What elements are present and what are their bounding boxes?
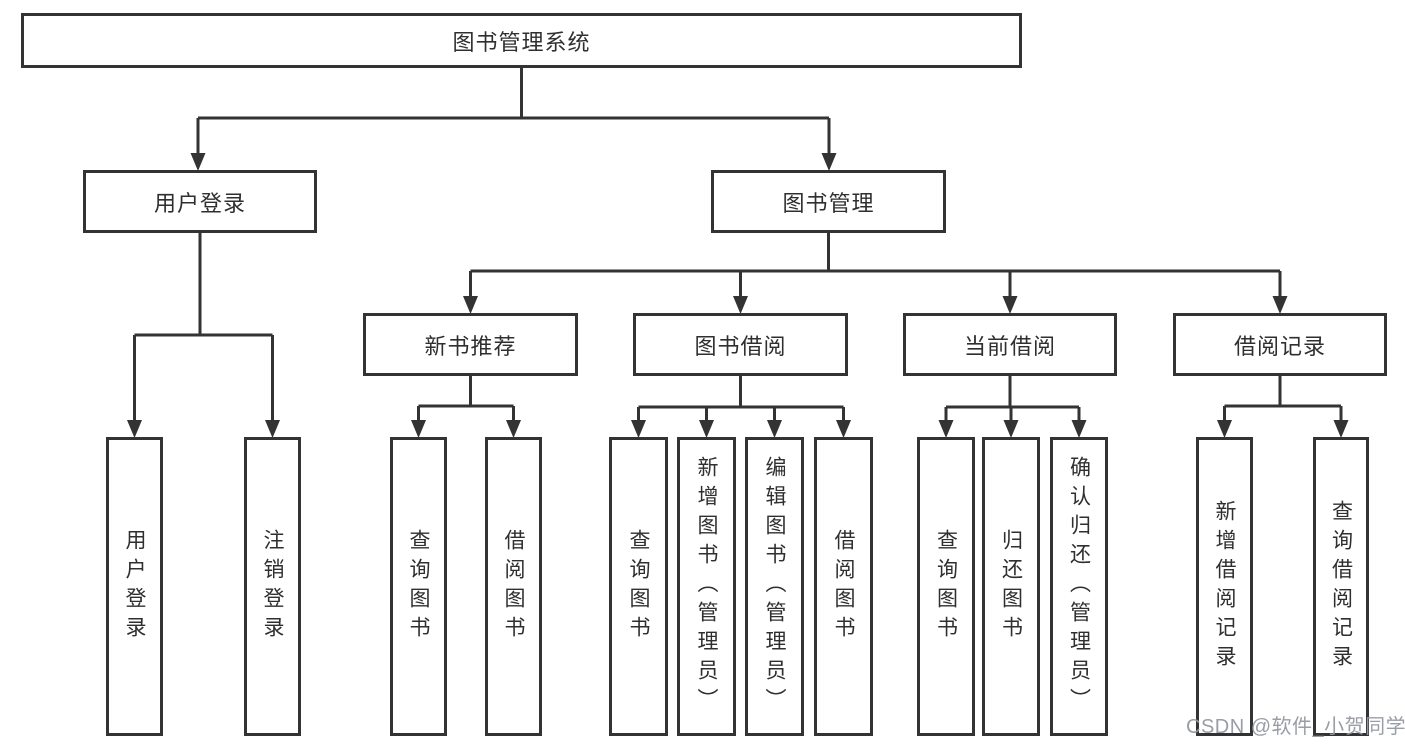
node-library-management-system: 图书管理系统 xyxy=(21,13,1022,68)
leaf-query-books-recommendation: 查询图书 xyxy=(390,437,447,736)
leaf-label: 注销登录 xyxy=(261,528,284,645)
leaf-edit-books-admin: 编辑图书（管理员） xyxy=(745,437,804,736)
tree-connector-edges xyxy=(133,68,1343,422)
leaf-label: 新增借阅记录 xyxy=(1213,499,1236,674)
leaf-add-books-admin: 新增图书（管理员） xyxy=(677,437,736,736)
leaf-label: 用户登录 xyxy=(123,528,146,645)
leaf-user-login: 用户登录 xyxy=(106,437,163,736)
node-borrowing-records: 借阅记录 xyxy=(1173,313,1387,376)
leaf-label: 查询图书 xyxy=(934,528,958,645)
leaf-borrow-books-recommendation: 借阅图书 xyxy=(485,437,542,736)
node-user-login: 用户登录 xyxy=(83,170,317,233)
leaf-label: 新增图书（管理员） xyxy=(695,456,718,717)
leaf-label: 编辑图书（管理员） xyxy=(763,456,786,717)
leaf-label: 确认归还（管理员） xyxy=(1067,456,1091,717)
leaf-label: 借阅图书 xyxy=(502,528,525,645)
node-new-book-recommendation: 新书推荐 xyxy=(363,313,578,376)
leaf-logout: 注销登录 xyxy=(244,437,301,736)
leaf-label: 借阅图书 xyxy=(832,528,855,645)
node-book-borrowing: 图书借阅 xyxy=(633,313,848,376)
leaf-return-books: 归还图书 xyxy=(982,437,1040,736)
node-book-management: 图书管理 xyxy=(711,170,946,233)
node-current-borrowing: 当前借阅 xyxy=(903,313,1117,376)
leaf-label: 查询图书 xyxy=(407,528,430,645)
watermark-text: CSDN @软件_小贺同学 xyxy=(1186,716,1405,738)
leaf-query-borrow-record: 查询借阅记录 xyxy=(1313,437,1369,736)
leaf-label: 查询图书 xyxy=(627,528,650,645)
leaf-borrow-books: 借阅图书 xyxy=(814,437,873,736)
leaf-confirm-return-admin: 确认归还（管理员） xyxy=(1050,437,1108,736)
leaf-query-books-current: 查询图书 xyxy=(917,437,975,736)
leaf-label: 归还图书 xyxy=(999,528,1023,645)
leaf-add-borrow-record: 新增借阅记录 xyxy=(1196,437,1253,736)
leaf-query-books-borrowing: 查询图书 xyxy=(609,437,668,736)
leaf-label: 查询借阅记录 xyxy=(1329,499,1353,674)
